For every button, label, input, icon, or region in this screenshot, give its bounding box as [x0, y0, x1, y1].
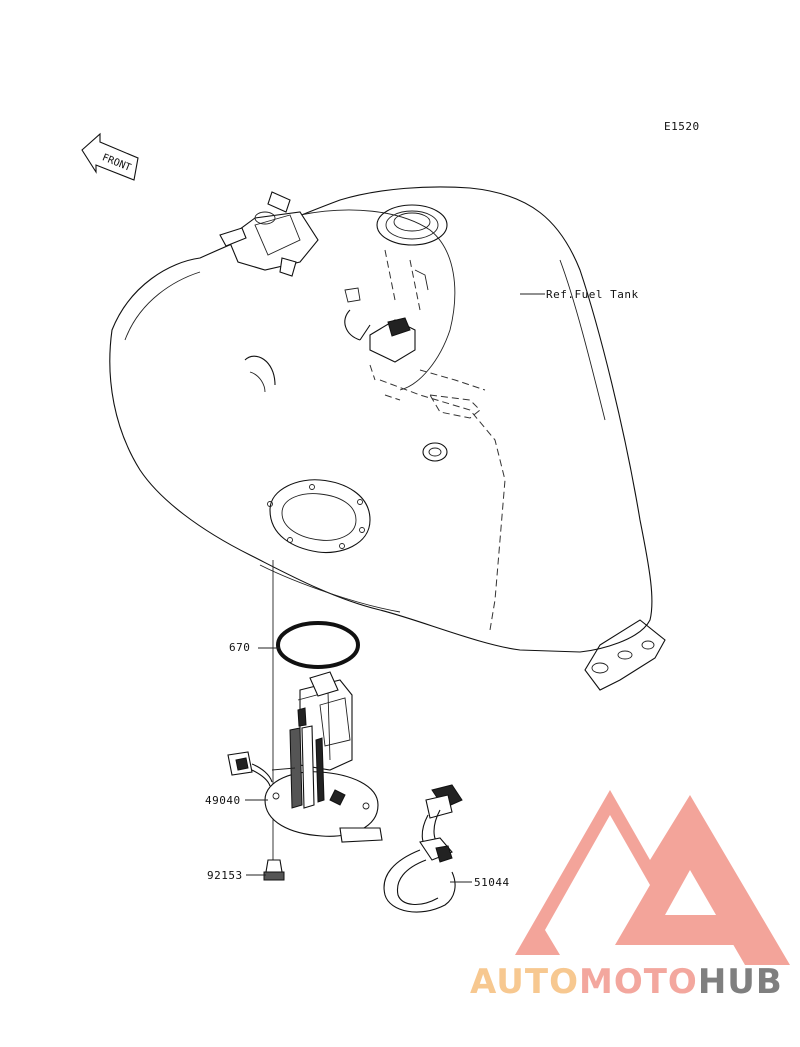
- fuel-tank: [109, 186, 666, 691]
- front-arrow-icon: FRONT: [81, 132, 139, 181]
- fuel-hose: [383, 784, 463, 913]
- callout-ref-fuel-tank: Ref.Fuel Tank: [546, 288, 639, 301]
- watermark-part-auto: AUTO: [470, 962, 579, 1002]
- callout-670: 670: [229, 641, 251, 654]
- o-ring: [276, 621, 360, 669]
- callout-92153: 92153: [207, 869, 243, 882]
- callout-49040: 49040: [205, 794, 241, 807]
- callout-51044: 51044: [474, 876, 510, 889]
- watermark-part-hub: HUB: [697, 962, 783, 1002]
- watermark-part-moto: MOTO: [578, 962, 698, 1002]
- watermark-text: AUTOMOTOHUB: [470, 962, 783, 1002]
- bolt: [263, 859, 285, 881]
- fuel-pump: [227, 671, 383, 843]
- diagram-code: E1520: [664, 120, 700, 133]
- watermark-logo: [515, 790, 790, 965]
- leader-lines: [245, 293, 545, 883]
